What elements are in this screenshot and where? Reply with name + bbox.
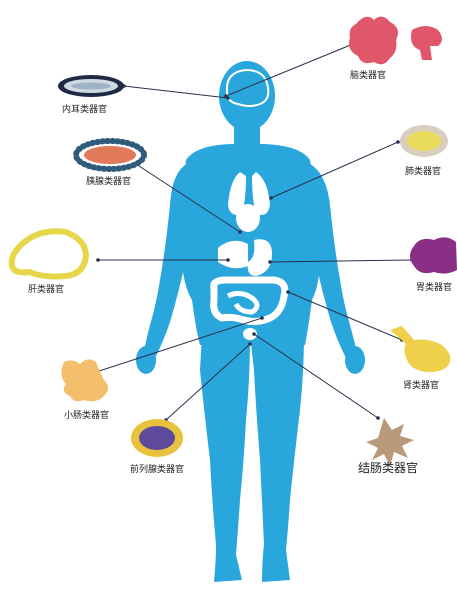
brain-organoid-icon xyxy=(349,16,442,64)
label-stomach-organoid: 胃类器官 xyxy=(416,280,452,293)
connector-dot-liver-0 xyxy=(96,258,100,262)
connector-dot-stomach-1 xyxy=(268,260,272,264)
label-small-intestine-organoid: 小肠类器官 xyxy=(64,408,109,421)
label-kidney-organoid: 肾类器官 xyxy=(403,378,439,391)
connector-dot-kidney-1 xyxy=(286,290,290,294)
connector-dot-inner-ear-1 xyxy=(226,96,230,100)
kidney-organoid-icon xyxy=(390,326,450,372)
liver-organoid-icon xyxy=(12,231,86,276)
connector-dot-lung-0 xyxy=(396,140,400,144)
small-intestine-organoid-icon xyxy=(61,359,108,401)
label-prostate-organoid: 前列腺类器官 xyxy=(130,462,184,475)
connector-inner-ear xyxy=(124,86,228,98)
pancreas-organoid-icon xyxy=(76,141,144,169)
inner-ear-organoid-icon xyxy=(58,75,124,97)
connector-dot-pancreas-1 xyxy=(238,230,242,234)
label-brain-organoid: 脑类器官 xyxy=(350,68,386,81)
connector-dot-small-intestine-1 xyxy=(260,316,264,320)
connector-dot-colon-0 xyxy=(376,416,380,420)
connector-dot-liver-1 xyxy=(226,258,230,262)
liver-organ xyxy=(218,241,248,268)
label-liver-organoid: 肝类器官 xyxy=(28,282,64,295)
connector-dot-colon-1 xyxy=(252,332,256,336)
label-lung-organoid: 肺类器官 xyxy=(405,164,441,177)
label-colon-organoid: 结肠类器官 xyxy=(358,459,418,476)
stomach-organoid-icon xyxy=(410,237,457,273)
prostate-organoid-icon xyxy=(131,419,183,457)
connector-dot-lung-1 xyxy=(269,196,273,200)
label-inner-ear-organoid: 内耳类器官 xyxy=(62,102,107,115)
heart xyxy=(236,204,260,232)
lung-organoid-icon xyxy=(400,125,448,157)
label-pancreas-organoid: 胰腺类器官 xyxy=(86,174,131,187)
connector-dot-prostate-1 xyxy=(248,342,252,346)
